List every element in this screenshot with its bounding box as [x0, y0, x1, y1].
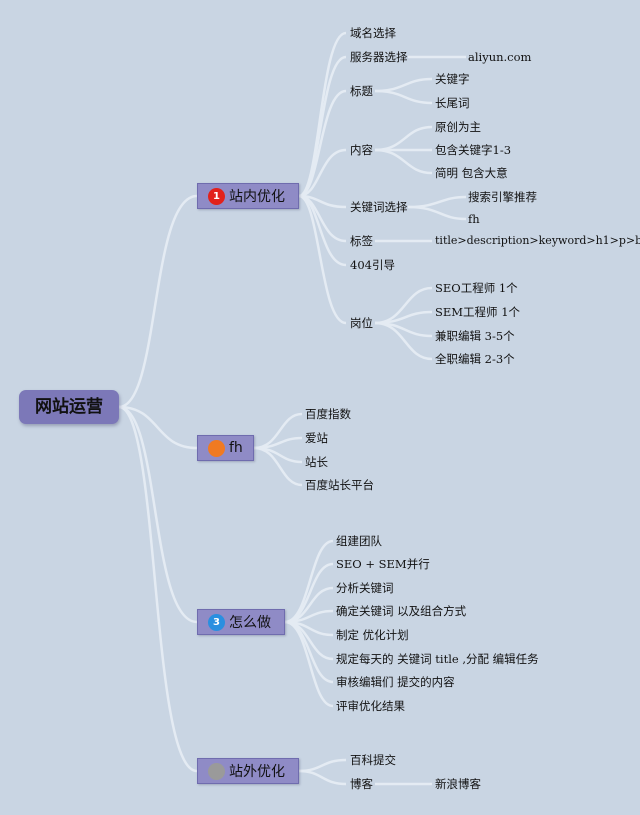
- node-domain[interactable]: 域名选择: [350, 26, 396, 40]
- node-title-item[interactable]: 长尾词: [435, 96, 470, 110]
- circle-icon: [208, 762, 225, 780]
- branch-fh[interactable]: fh: [197, 435, 254, 461]
- node-position-item[interactable]: 兼职编辑 3-5个: [435, 329, 515, 343]
- node-position-item[interactable]: SEO工程师 1个: [435, 281, 518, 295]
- node-tool[interactable]: 百度指数: [305, 407, 351, 421]
- node-step[interactable]: 规定每天的 关键词 title ,分配 编辑任务: [336, 652, 539, 666]
- node-offsite[interactable]: 百科提交: [350, 753, 396, 767]
- node-server[interactable]: 服务器选择: [350, 50, 408, 64]
- node-server-value[interactable]: aliyun.com: [468, 50, 532, 64]
- branch-offsite-optimization[interactable]: 站外优化: [197, 758, 299, 784]
- node-title[interactable]: 标题: [350, 84, 373, 98]
- node-offsite[interactable]: 博客: [350, 777, 373, 791]
- node-position-item[interactable]: 全职编辑 2-3个: [435, 352, 515, 366]
- node-blog-value[interactable]: 新浪博客: [435, 777, 481, 791]
- branch-label: 站内优化: [229, 189, 285, 205]
- node-content-item[interactable]: 原创为主: [435, 120, 481, 134]
- node-content-item[interactable]: 简明 包含大意: [435, 166, 508, 180]
- node-title-item[interactable]: 关键字: [435, 72, 470, 86]
- branch-label: fh: [229, 440, 243, 456]
- node-tag[interactable]: 标签: [350, 234, 373, 248]
- branch-label: 站外优化: [229, 764, 285, 780]
- root-node[interactable]: 网站运营: [19, 390, 119, 424]
- node-keyword-item[interactable]: fh: [468, 212, 480, 226]
- node-step[interactable]: SEO + SEM并行: [336, 557, 430, 571]
- node-content-item[interactable]: 包含关键字1-3: [435, 143, 512, 157]
- branch-label: 怎么做: [229, 615, 271, 631]
- node-content[interactable]: 内容: [350, 143, 373, 157]
- node-tool[interactable]: 爱站: [305, 431, 328, 445]
- node-tag-value[interactable]: title>description>keyword>h1>p>b: [435, 234, 640, 247]
- node-keyword-select[interactable]: 关键词选择: [350, 200, 408, 214]
- circle-icon: [208, 439, 225, 457]
- node-step[interactable]: 制定 优化计划: [336, 628, 409, 642]
- node-tool[interactable]: 百度站长平台: [305, 478, 374, 492]
- branch-how-to[interactable]: 3 怎么做: [197, 609, 285, 635]
- node-tool[interactable]: 站长: [305, 455, 328, 469]
- node-step[interactable]: 分析关键词: [336, 581, 394, 595]
- number-3-icon: 3: [208, 613, 225, 631]
- node-step[interactable]: 组建团队: [336, 534, 382, 548]
- node-position[interactable]: 岗位: [350, 316, 373, 330]
- branch-onsite-optimization[interactable]: 1 站内优化: [197, 183, 299, 209]
- node-step[interactable]: 审核编辑们 提交的内容: [336, 675, 455, 689]
- node-404-redirect[interactable]: 404引导: [350, 258, 395, 272]
- node-step[interactable]: 评审优化结果: [336, 699, 405, 713]
- number-1-icon: 1: [208, 187, 225, 205]
- node-keyword-item[interactable]: 搜索引擎推荐: [468, 190, 537, 204]
- node-step[interactable]: 确定关键词 以及组合方式: [336, 604, 467, 618]
- node-position-item[interactable]: SEM工程师 1个: [435, 305, 521, 319]
